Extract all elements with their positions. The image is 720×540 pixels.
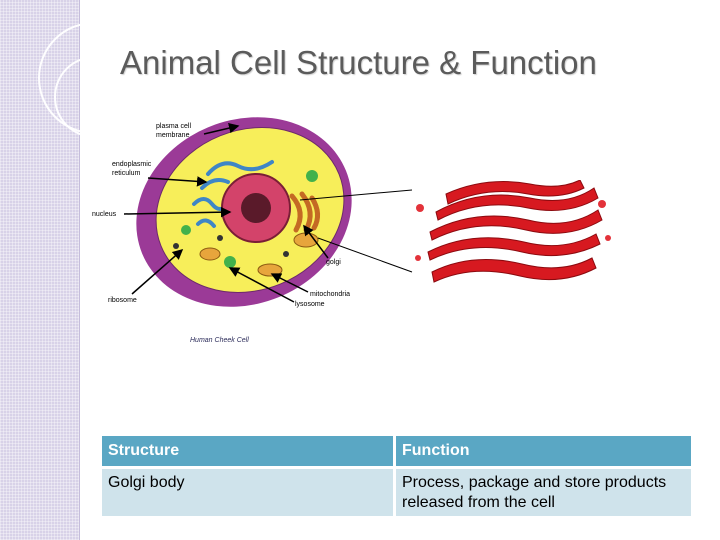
pointer-plasma-membrane (203, 122, 240, 135)
golgi-apparatus-image (415, 180, 611, 283)
nucleolus (241, 193, 271, 223)
golgi-vesicle (598, 200, 606, 208)
table-row: Golgi body Process, package and store pr… (99, 466, 694, 519)
label-er-line2: reticulum (112, 170, 141, 177)
golgi-cisterna (431, 257, 597, 283)
label-nucleus: nucleus (92, 211, 117, 218)
slide-title: Animal Cell Structure & Function (120, 44, 597, 81)
ribosome (283, 251, 289, 257)
golgi-vesicle (605, 235, 611, 241)
pointer-er (147, 176, 208, 187)
table-header-row: Structure Function (99, 433, 694, 469)
pointer-mitochondria (270, 273, 309, 293)
golgi-cisterna (429, 209, 603, 241)
header-structure: Structure (99, 433, 396, 469)
decorative-side-band (0, 0, 150, 540)
mitochondrion (257, 263, 283, 277)
label-mitochondria: mitochondria (310, 291, 350, 298)
lysosome (306, 170, 318, 182)
label-ribosome: ribosome (108, 297, 137, 304)
golgi-cisterna (445, 180, 585, 205)
decorative-circle-small (54, 56, 136, 138)
golgi-vesicle (416, 204, 424, 212)
ribosome (173, 243, 179, 249)
mitochondrion (199, 247, 221, 261)
golgi-cisterna (435, 187, 599, 221)
header-function: Function (393, 433, 694, 469)
pointer-nucleus (123, 206, 232, 218)
structure-function-table: Structure Function Golgi body Process, p… (99, 433, 694, 519)
label-plasma-membrane-line2: membrane (156, 132, 190, 139)
label-caption: Human Cheek Cell (190, 337, 249, 344)
golgi-cisterna (427, 233, 601, 261)
cell-structure: Golgi body (99, 466, 396, 519)
ribosome (217, 235, 223, 241)
lysosome (224, 256, 236, 268)
label-lysosome: lysosome (295, 301, 325, 308)
pointer-lysosome (228, 267, 295, 303)
label-golgi: golgi (326, 259, 341, 266)
label-plasma-membrane-line1: plasma cell (156, 123, 191, 130)
lysosome (181, 225, 191, 235)
animal-cell-diagram: plasma cell membrane endoplasmic reticul… (92, 117, 352, 344)
cell-function: Process, package and store products rele… (393, 466, 694, 519)
golgi-vesicle (415, 255, 421, 261)
pointer-ribosome (131, 249, 184, 295)
label-er-line1: endoplasmic (112, 161, 152, 168)
